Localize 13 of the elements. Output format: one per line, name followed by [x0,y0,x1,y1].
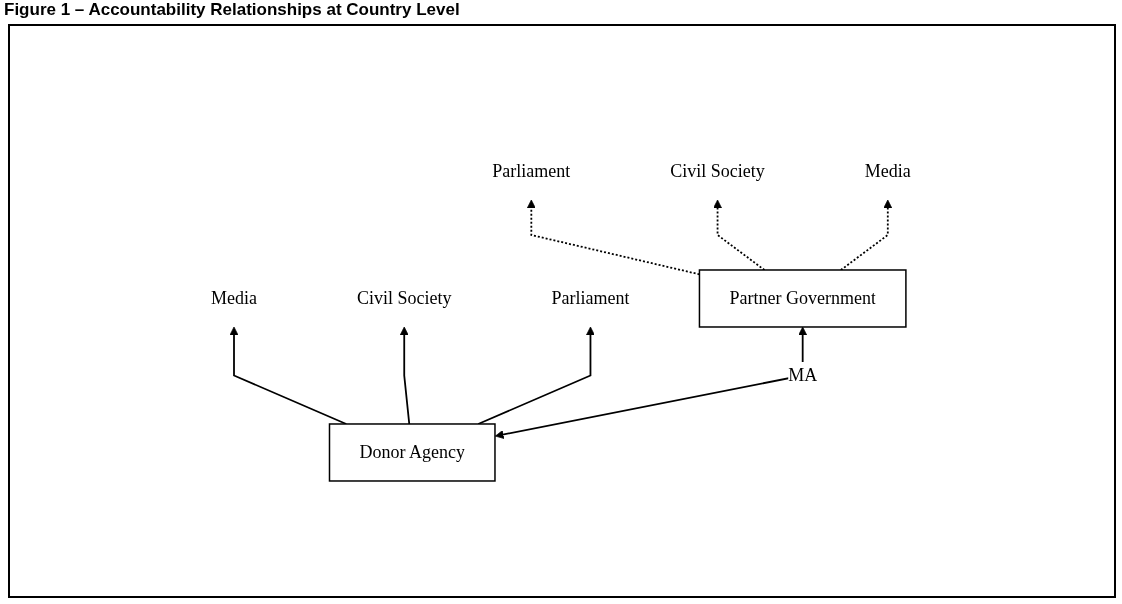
node-text: Media [211,287,258,308]
node-text: Media [864,161,911,181]
figure-title: Figure 1 – Accountability Relationships at Country Level [4,0,460,20]
arrow [399,326,411,425]
node-text: Civil Society [357,287,452,308]
arrow [495,326,808,439]
node-box: Partner Government [698,269,907,328]
node-text: Civil Society [670,161,765,181]
edge-label: MA [788,364,818,385]
node-text: Parliament [492,161,571,181]
arrow [840,199,893,271]
node-text: Parliament [551,287,630,308]
node-box: Donor Agency [328,423,496,482]
